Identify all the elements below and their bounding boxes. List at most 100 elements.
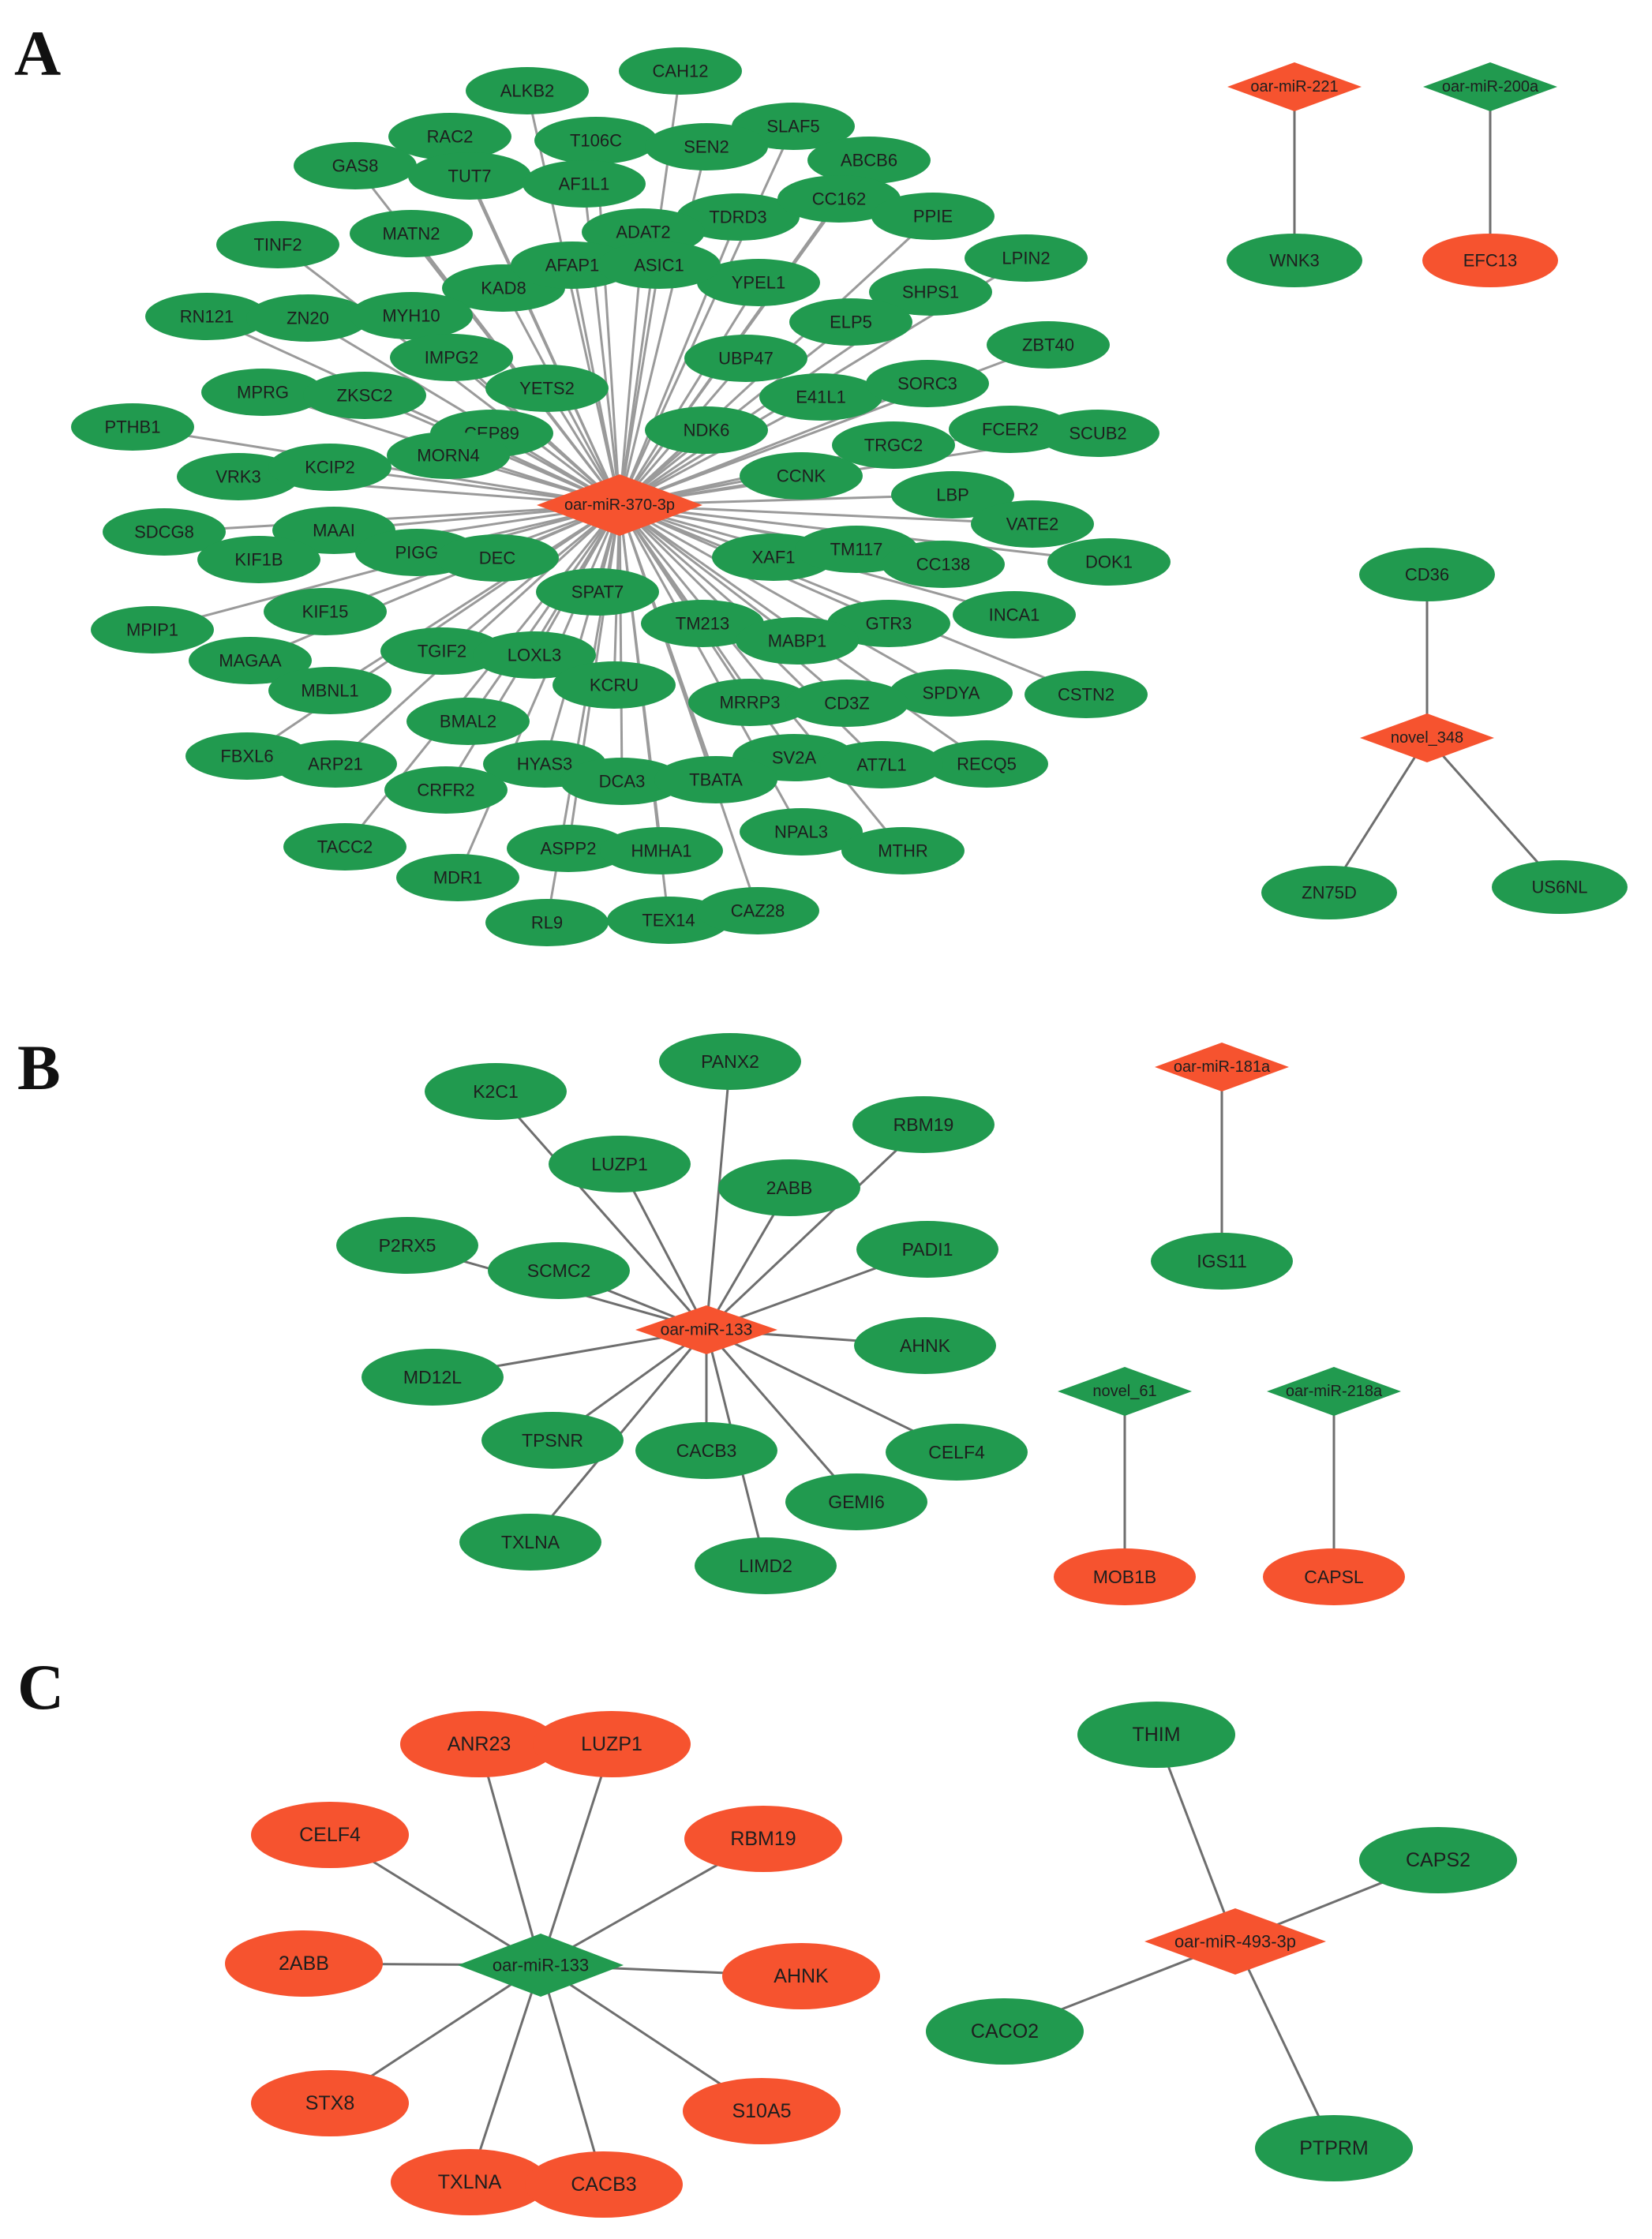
gene-node-rn121[interactable]: RN121 xyxy=(145,293,268,340)
gene-node-vate2[interactable]: VATE2 xyxy=(971,500,1094,548)
gene-node-myh10[interactable]: MYH10 xyxy=(350,292,473,339)
gene-node-morn4[interactable]: MORN4 xyxy=(387,432,510,479)
gene-node-afap1[interactable]: AFAP1 xyxy=(511,241,634,289)
gene-node-matn2[interactable]: MATN2 xyxy=(350,210,473,257)
gene-node-npal3[interactable]: NPAL3 xyxy=(740,808,863,856)
gene-node-loxl3[interactable]: LOXL3 xyxy=(473,631,596,679)
gene-node-spat7[interactable]: SPAT7 xyxy=(536,568,659,616)
gene-node-anr23[interactable]: ANR23 xyxy=(400,1711,558,1777)
gene-node-impg2[interactable]: IMPG2 xyxy=(390,334,513,381)
gene-node-lbp[interactable]: LBP xyxy=(891,471,1014,519)
gene-node-t106c[interactable]: T106C xyxy=(534,117,657,164)
gene-node-mdr1[interactable]: MDR1 xyxy=(396,854,519,901)
gene-node-aspp2[interactable]: ASPP2 xyxy=(507,825,630,872)
gene-node-mabp1[interactable]: MABP1 xyxy=(736,617,859,665)
gene-node-2abb[interactable]: 2ABB xyxy=(225,1930,383,1997)
gene-node-tinf2[interactable]: TINF2 xyxy=(216,221,339,268)
gene-node-wnk3[interactable]: WNK3 xyxy=(1227,234,1362,287)
gene-node-zbt40[interactable]: ZBT40 xyxy=(987,321,1110,369)
gene-node-af1l1[interactable]: AF1L1 xyxy=(523,160,646,208)
gene-node-efc13[interactable]: EFC13 xyxy=(1422,234,1558,287)
gene-node-luzp1[interactable]: LUZP1 xyxy=(533,1711,691,1777)
gene-node-gtr3[interactable]: GTR3 xyxy=(827,600,950,647)
gene-node-luzp1[interactable]: LUZP1 xyxy=(549,1136,691,1193)
gene-node-celf4[interactable]: CELF4 xyxy=(251,1802,409,1868)
mirna-node-novel-61[interactable]: novel_61 xyxy=(1058,1367,1192,1416)
gene-node-us6nl[interactable]: US6NL xyxy=(1492,860,1628,914)
gene-node-ppie[interactable]: PPIE xyxy=(871,193,995,240)
gene-node-shps1[interactable]: SHPS1 xyxy=(869,268,992,316)
gene-node-scub2[interactable]: SCUB2 xyxy=(1036,410,1159,457)
mirna-node-oar-mir-370-3p[interactable]: oar-miR-370-3p xyxy=(537,474,702,536)
gene-node-elp5[interactable]: ELP5 xyxy=(789,298,912,346)
mirna-node-oar-mir-493-3p[interactable]: oar-miR-493-3p xyxy=(1144,1908,1326,1975)
gene-node-cd3z[interactable]: CD3Z xyxy=(785,680,908,727)
mirna-node-oar-mir-200a[interactable]: oar-miR-200a xyxy=(1423,62,1557,111)
gene-node-kif1b[interactable]: KIF1B xyxy=(197,536,320,583)
gene-node-mpip1[interactable]: MPIP1 xyxy=(91,606,214,653)
mirna-node-oar-mir-218a[interactable]: oar-miR-218a xyxy=(1267,1367,1401,1416)
gene-node-txlna[interactable]: TXLNA xyxy=(391,2149,549,2215)
gene-node-gemi6[interactable]: GEMI6 xyxy=(785,1473,927,1530)
gene-node-caco2[interactable]: CACO2 xyxy=(926,1998,1084,2065)
gene-node-cc138[interactable]: CC138 xyxy=(882,541,1005,588)
gene-node-dok1[interactable]: DOK1 xyxy=(1047,538,1171,586)
gene-node-scmc2[interactable]: SCMC2 xyxy=(488,1242,630,1299)
gene-node-bmal2[interactable]: BMAL2 xyxy=(406,698,530,745)
gene-node-kif15[interactable]: KIF15 xyxy=(264,588,387,635)
gene-node-mrrp3[interactable]: MRRP3 xyxy=(688,679,811,726)
gene-node-md12l[interactable]: MD12L xyxy=(361,1349,504,1406)
gene-node-s10a5[interactable]: S10A5 xyxy=(683,2078,841,2144)
mirna-node-oar-mir-221[interactable]: oar-miR-221 xyxy=(1227,62,1362,111)
gene-node-tgif2[interactable]: TGIF2 xyxy=(380,627,504,675)
gene-node-kcip2[interactable]: KCIP2 xyxy=(268,444,391,491)
gene-node-caz28[interactable]: CAZ28 xyxy=(696,887,819,934)
gene-node-at7l1[interactable]: AT7L1 xyxy=(820,741,943,788)
gene-node-gas8[interactable]: GAS8 xyxy=(294,142,417,189)
gene-node-tbata[interactable]: TBATA xyxy=(654,756,777,803)
gene-node-zksc2[interactable]: ZKSC2 xyxy=(303,372,426,419)
mirna-node-novel-348[interactable]: novel_348 xyxy=(1360,713,1494,762)
gene-node-ahnk[interactable]: AHNK xyxy=(722,1943,880,2009)
gene-node-txlna[interactable]: TXLNA xyxy=(459,1514,601,1571)
mirna-node-oar-mir-133[interactable]: oar-miR-133 xyxy=(635,1305,777,1354)
gene-node-sdcg8[interactable]: SDCG8 xyxy=(103,508,226,556)
gene-node-trgc2[interactable]: TRGC2 xyxy=(832,421,955,469)
gene-node-hmha1[interactable]: HMHA1 xyxy=(600,827,723,874)
gene-node-panx2[interactable]: PANX2 xyxy=(659,1033,801,1090)
gene-node-cah12[interactable]: CAH12 xyxy=(619,47,742,95)
gene-node-zn75d[interactable]: ZN75D xyxy=(1261,866,1397,919)
gene-node-dec[interactable]: DEC xyxy=(436,534,559,582)
gene-node-pthb1[interactable]: PTHB1 xyxy=(71,403,194,451)
gene-node-ypel1[interactable]: YPEL1 xyxy=(697,259,820,306)
gene-node-tdrd3[interactable]: TDRD3 xyxy=(676,193,800,241)
gene-node-tut7[interactable]: TUT7 xyxy=(408,152,531,200)
gene-node-thim[interactable]: THIM xyxy=(1077,1702,1235,1768)
gene-node-rac2[interactable]: RAC2 xyxy=(388,113,511,160)
gene-node-ubp47[interactable]: UBP47 xyxy=(684,335,807,382)
gene-node-rbm19[interactable]: RBM19 xyxy=(852,1096,995,1153)
gene-node-tpsnr[interactable]: TPSNR xyxy=(481,1412,624,1469)
gene-node-spdya[interactable]: SPDYA xyxy=(890,669,1013,717)
gene-node-limd2[interactable]: LIMD2 xyxy=(695,1537,837,1594)
gene-node-ahnk[interactable]: AHNK xyxy=(854,1317,996,1374)
mirna-node-oar-mir-181a[interactable]: oar-miR-181a xyxy=(1155,1043,1289,1091)
gene-node-abcb6[interactable]: ABCB6 xyxy=(807,137,931,184)
gene-node-rl9[interactable]: RL9 xyxy=(485,899,609,946)
gene-node-stx8[interactable]: STX8 xyxy=(251,2070,409,2136)
gene-node-caps2[interactable]: CAPS2 xyxy=(1359,1827,1517,1893)
gene-node-rbm19[interactable]: RBM19 xyxy=(684,1806,842,1872)
gene-node-p2rx5[interactable]: P2RX5 xyxy=(336,1217,478,1274)
gene-node-celf4[interactable]: CELF4 xyxy=(886,1424,1028,1481)
gene-node-yets2[interactable]: YETS2 xyxy=(485,365,609,412)
gene-node-asic1[interactable]: ASIC1 xyxy=(597,241,721,289)
gene-node-2abb[interactable]: 2ABB xyxy=(718,1159,860,1216)
gene-node-mprg[interactable]: MPRG xyxy=(201,369,324,416)
mirna-node-oar-mir-133[interactable]: oar-miR-133 xyxy=(458,1934,624,1997)
gene-node-igs11[interactable]: IGS11 xyxy=(1151,1233,1293,1290)
gene-node-cacb3[interactable]: CACB3 xyxy=(635,1422,777,1479)
gene-node-recq5[interactable]: RECQ5 xyxy=(925,740,1048,788)
gene-node-tm213[interactable]: TM213 xyxy=(641,600,764,647)
gene-node-tacc2[interactable]: TACC2 xyxy=(283,823,406,871)
gene-node-alkb2[interactable]: ALKB2 xyxy=(466,67,589,114)
